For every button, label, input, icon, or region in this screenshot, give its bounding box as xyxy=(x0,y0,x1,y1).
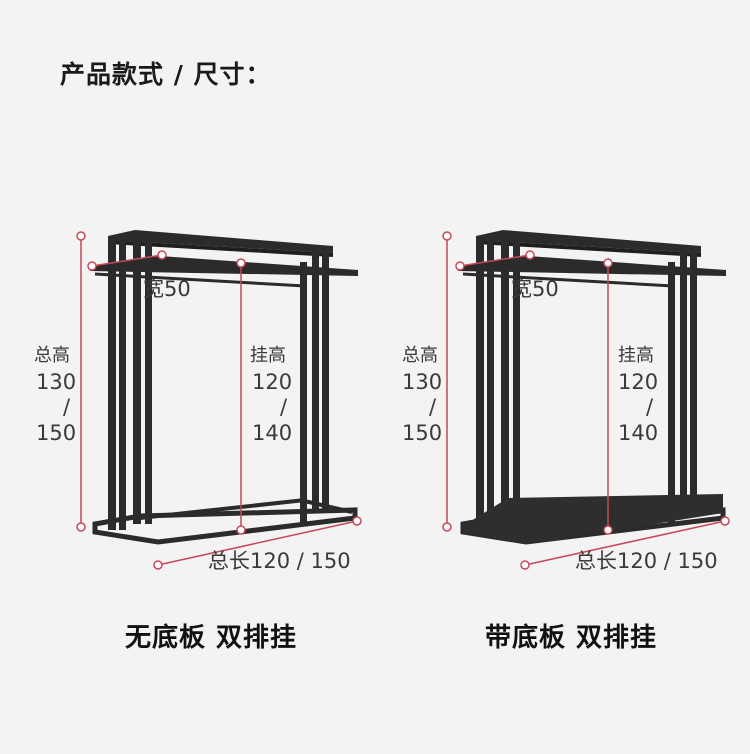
dim-width-left xyxy=(87,250,167,271)
total-height-value-b-right: 150 xyxy=(402,421,442,445)
dim-total-length-left xyxy=(153,516,362,570)
hanging-height-value-b-left: 140 xyxy=(252,421,292,445)
hanging-height-label-left: 挂高 xyxy=(250,345,286,366)
total-length-label-right: 总长120 / 150 xyxy=(575,549,718,573)
total-height-sep-right: / xyxy=(429,395,437,419)
total-height-value-a-right: 130 xyxy=(402,370,442,394)
total-height-value-b-left: 150 xyxy=(36,421,76,445)
total-height-label-left: 总高 xyxy=(34,345,70,366)
dim-hanging-height-left xyxy=(236,258,246,535)
rack-left: 宽50 总高 130 / 150 挂高 120 / 140 总长120 / 15… xyxy=(34,230,362,573)
total-height-label-right: 总高 xyxy=(402,345,438,366)
dim-width-right xyxy=(455,250,535,271)
hanging-height-value-b-right: 140 xyxy=(618,421,658,445)
total-length-label-left: 总长120 / 150 xyxy=(208,549,351,573)
dim-total-length-right xyxy=(520,516,730,570)
dim-total-height-right xyxy=(442,231,452,532)
total-height-value-a-left: 130 xyxy=(36,370,76,394)
hanging-height-label-right: 挂高 xyxy=(618,345,654,366)
hanging-height-sep-left: / xyxy=(280,395,288,419)
hanging-height-value-a-left: 120 xyxy=(252,370,292,394)
caption-no-base-board: 无底板 双排挂 xyxy=(125,623,298,653)
caption-with-base-board: 带底板 双排挂 xyxy=(485,623,658,653)
width-label-right: 宽50 xyxy=(511,277,559,301)
hanging-height-sep-right: / xyxy=(646,395,654,419)
rack-right: 宽50 总高 130 / 150 挂高 120 / 140 总长120 / 15… xyxy=(402,230,730,573)
rack-frame-left xyxy=(90,230,358,542)
dim-hanging-height-right xyxy=(603,258,613,535)
dim-total-height-left xyxy=(76,231,86,532)
total-height-sep-left: / xyxy=(63,395,71,419)
width-label-left: 宽50 xyxy=(143,277,191,301)
base-board xyxy=(463,494,723,544)
page-title: 产品款式 / 尺寸： xyxy=(60,60,272,89)
hanging-height-value-a-right: 120 xyxy=(618,370,658,394)
